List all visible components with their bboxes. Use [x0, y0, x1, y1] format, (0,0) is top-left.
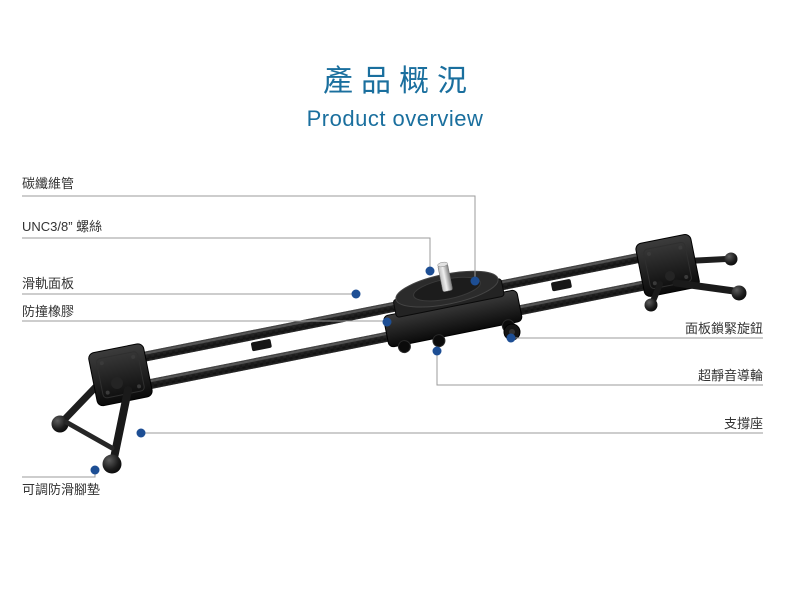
- annotation-dots: [90, 266, 516, 475]
- guide-wheel: [432, 334, 446, 348]
- annotation-label-support-base: 支撐座: [723, 416, 763, 431]
- right-inner-leg: [650, 281, 663, 304]
- right-leg-joint: [665, 271, 675, 281]
- leader-line: [22, 237, 431, 267]
- leader-line: [22, 195, 476, 277]
- right-rear-foot: [724, 252, 738, 266]
- left-front-foot: [102, 454, 122, 474]
- right-inner-foot: [644, 298, 658, 312]
- rail-stop: [551, 279, 572, 292]
- annotation-dot: [382, 317, 392, 327]
- annotation-dot: [90, 465, 100, 475]
- front-legs: [63, 271, 747, 474]
- rail-stop: [251, 339, 272, 352]
- slider-body: [88, 234, 700, 407]
- annotation-dot: [470, 276, 480, 286]
- left-end-block: [88, 343, 153, 407]
- leader-lines: [22, 195, 763, 478]
- annotation-dot: [506, 333, 516, 343]
- annotation-dot: [351, 289, 361, 299]
- leader-line: [22, 474, 96, 478]
- left-front-leg: [110, 386, 132, 462]
- left-leg-crossbar: [63, 419, 115, 451]
- page-subtitle: Product overview: [306, 106, 484, 131]
- annotation-label-unc-screw: UNC3/8” 螺絲: [22, 219, 103, 234]
- carbon-fiber-rail-back: [100, 245, 683, 370]
- annotation-dot: [432, 346, 442, 356]
- annotation-dot: [136, 428, 146, 438]
- annotation-dot: [425, 266, 435, 276]
- right-front-leg: [672, 279, 738, 295]
- product-illustration: [51, 234, 747, 474]
- annotation-label-panel-lock-knob: 面板鎖緊旋鈕: [684, 321, 763, 336]
- annotation-label-silent-guide-wheel: 超靜音導輪: [697, 368, 763, 383]
- left-leg-joint: [111, 377, 123, 389]
- annotation-label-rail-panel: 滑軌面板: [22, 276, 75, 291]
- annotation-label-carbon-fiber-tube: 碳纖維管: [22, 176, 75, 191]
- annotation-label-bumper-rubber: 防撞橡膠: [22, 304, 75, 319]
- carriage: [383, 261, 523, 354]
- left-rear-foot: [51, 415, 69, 433]
- guide-wheel: [397, 340, 411, 354]
- right-front-foot: [731, 285, 747, 301]
- leader-line: [436, 355, 763, 386]
- annotation-label-adjustable-antislip-foot: 可調防滑腳墊: [22, 482, 101, 497]
- header: 產品概況 Product overview: [0, 56, 790, 132]
- page-title: 產品概況: [323, 65, 475, 98]
